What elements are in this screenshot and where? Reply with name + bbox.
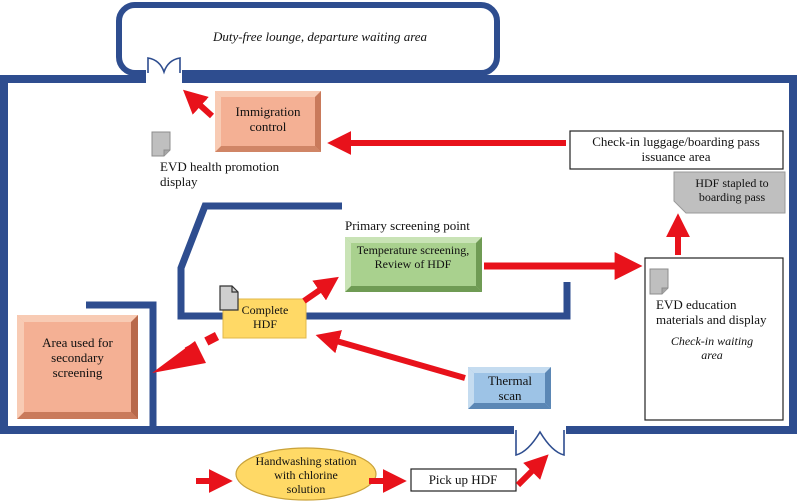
evd-health-label: EVD health promotion display: [160, 159, 280, 189]
building-wall: [0, 75, 797, 434]
handwashing-ellipse: [235, 447, 377, 501]
secondary-box: [17, 315, 138, 419]
immigration-box: [215, 91, 321, 152]
pickup-box: [410, 468, 517, 492]
primary-point-label: Primary screening point: [345, 218, 470, 233]
document-icon-evd-health: [151, 131, 171, 157]
checkin-luggage-label: Check-in luggage/boarding pass issuance …: [592, 134, 760, 164]
thermal-label: Thermal scan: [487, 373, 533, 403]
flow-arrows: [152, 89, 690, 493]
document-icon-hdf: [219, 285, 239, 311]
arrow-pickup-to-door: [515, 454, 549, 488]
immigration-label: Immigration control: [235, 104, 301, 134]
secondary-label: Area used for secondary screening: [42, 335, 113, 380]
arrow-thermal-to-complete: [315, 330, 466, 381]
thermal-box: [468, 367, 551, 409]
checkin-luggage-box: [569, 130, 784, 170]
evd-education-label: EVD education materials and display: [656, 297, 767, 327]
pickup-label: Pick up HDF: [428, 472, 498, 487]
lounge-label: Duty-free lounge, departure waiting area: [212, 29, 428, 44]
temperature-label: Temperature screening, Review of HDF: [356, 243, 470, 271]
arrow-secondary-head: [152, 341, 206, 373]
arrow-immigration-to-lounge: [182, 89, 215, 119]
screening-zone-wall: [177, 202, 571, 320]
arrow-complete-to-temperature: [302, 276, 339, 304]
bottom-door: [514, 424, 566, 457]
complete-hdf-label: Complete HDF: [241, 303, 289, 331]
handwashing-label: Handwashing station with chlorine soluti…: [255, 454, 357, 496]
temperature-box: [345, 237, 482, 292]
lounge-box: [116, 2, 500, 76]
secondary-partition: [86, 301, 157, 428]
hdf-stapled-label: HDF stapled to boarding pass: [695, 176, 769, 204]
hdf-stapled-box: [673, 171, 786, 214]
checkin-waiting-label: Check-in waiting area: [670, 334, 754, 362]
top-door: [146, 57, 182, 84]
document-icon-education: [649, 268, 669, 295]
